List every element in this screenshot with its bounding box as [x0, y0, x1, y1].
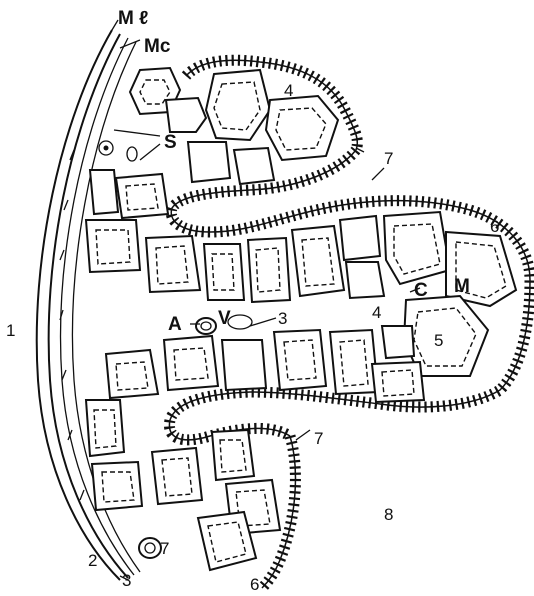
label-7-mid: 7 — [314, 429, 323, 448]
label-4-mid: 4 — [372, 303, 381, 322]
label-2: 2 — [88, 551, 97, 570]
label-6-lower: 6 — [250, 575, 259, 594]
label-6-upper: 6 — [490, 217, 499, 236]
label-a: A — [168, 314, 182, 335]
label-8: 8 — [384, 505, 393, 524]
gland-cells — [86, 68, 516, 570]
label-7-upper: 7 — [384, 149, 393, 168]
label-3-upper: 3 — [278, 309, 287, 328]
label-4-top: 4 — [284, 81, 293, 100]
label-1: 1 — [6, 321, 15, 340]
label-mc: Mc — [144, 36, 171, 57]
label-m: M — [454, 276, 470, 297]
label-5: 5 — [434, 331, 443, 350]
label-7-lower: 7 — [160, 539, 169, 558]
label-ml: M ℓ — [118, 8, 148, 29]
label-v: V — [218, 308, 231, 329]
label-s: S — [164, 132, 177, 153]
label-c: C — [414, 280, 428, 301]
label-3-lower: 3 — [122, 571, 131, 590]
